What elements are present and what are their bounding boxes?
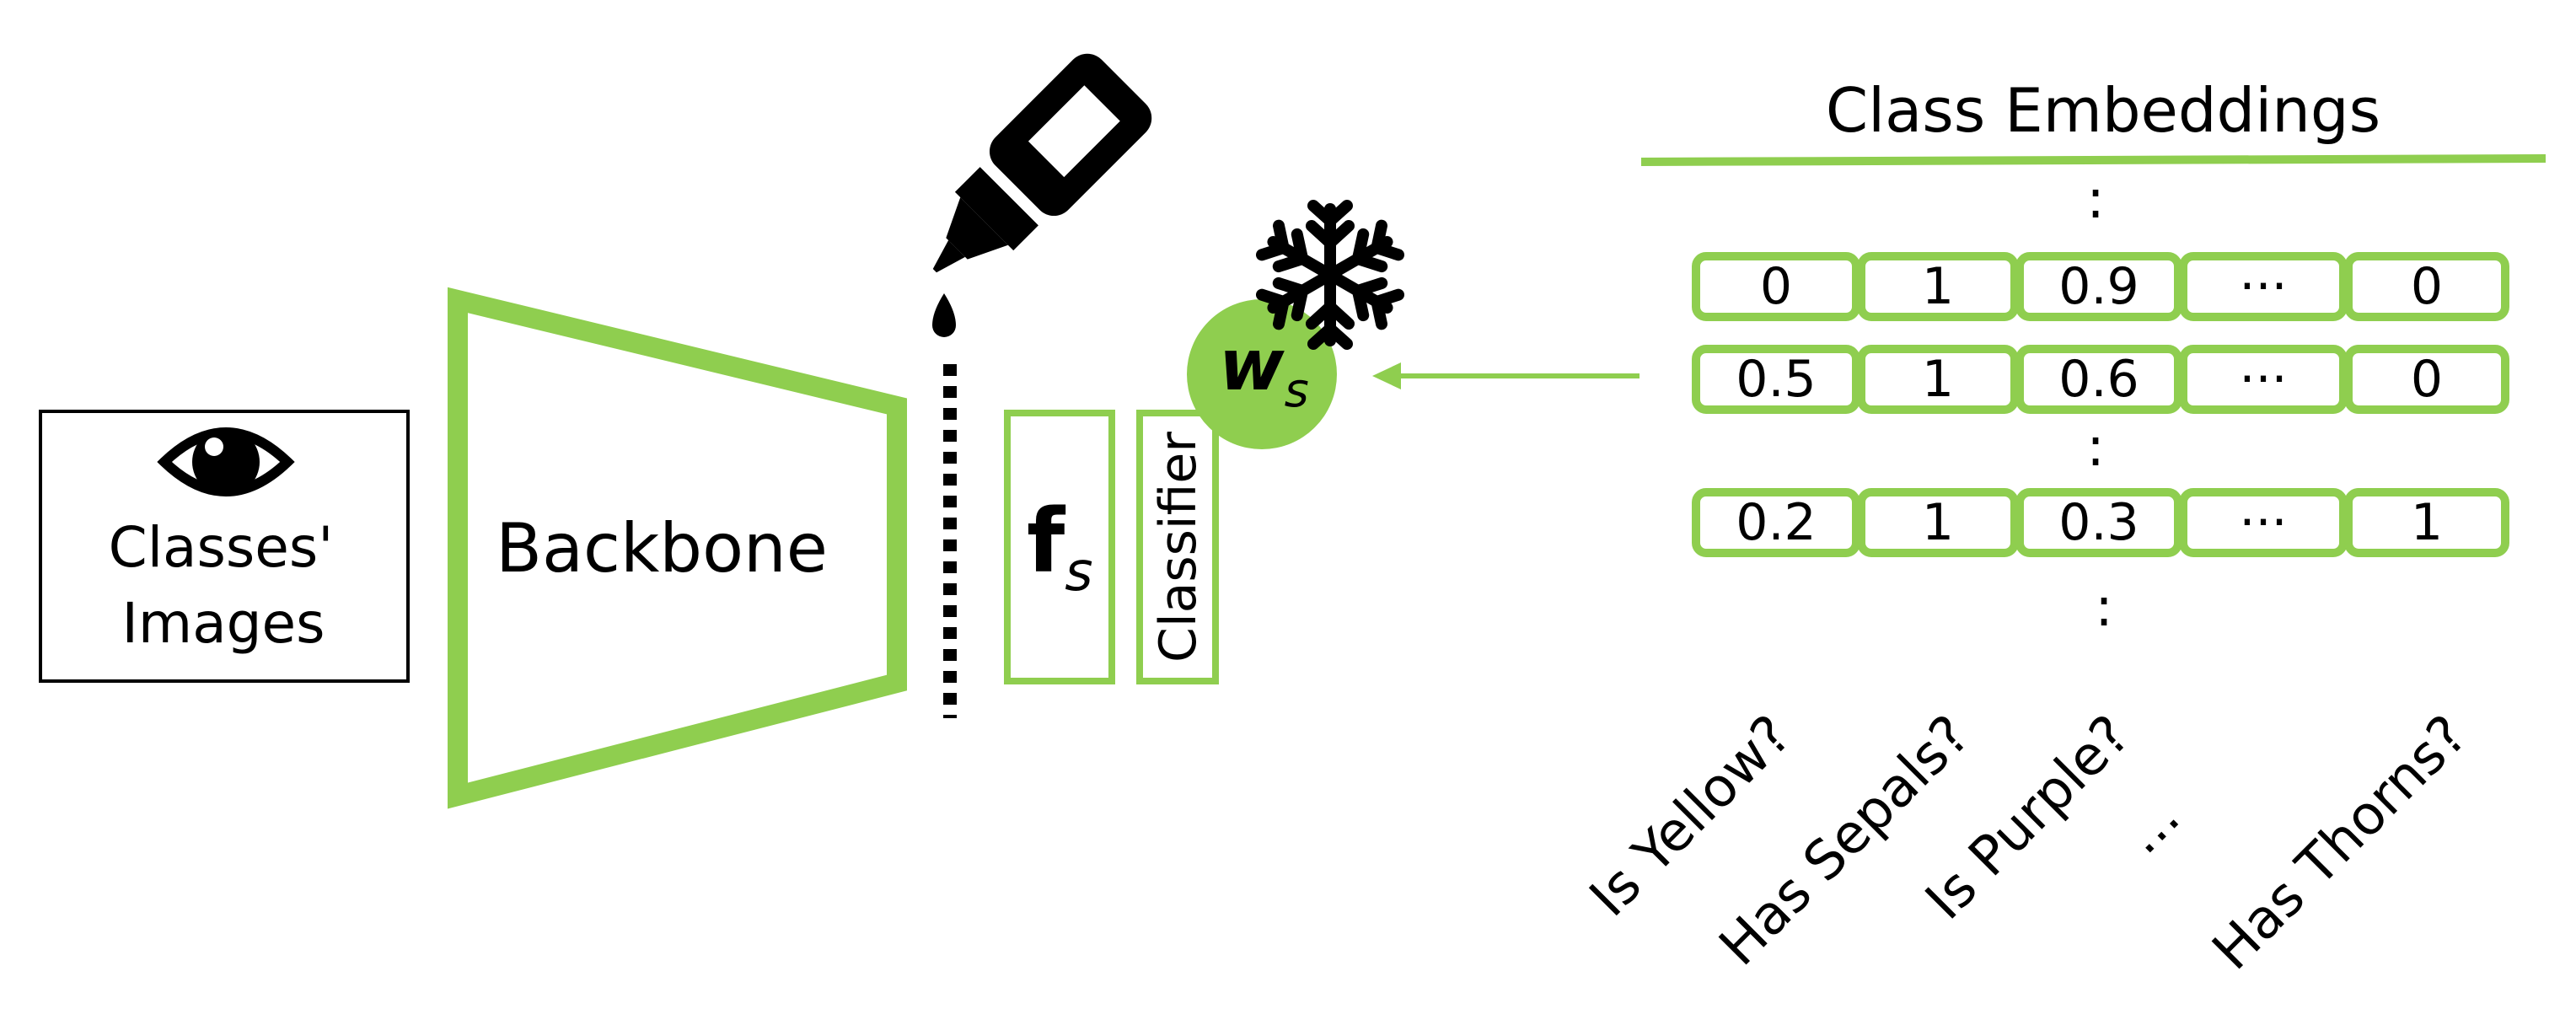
embedding-cell (2344, 488, 2509, 557)
embeddings-vdots-mid: : (2086, 416, 2105, 479)
embedding-value: 1 (1922, 257, 1954, 316)
embedding-cell (1857, 252, 2019, 321)
embedding-cell (1857, 345, 2019, 414)
embedding-value: ··· (2239, 493, 2287, 552)
embedding-cell (2015, 252, 2182, 321)
embedding-value: 0 (2411, 350, 2443, 409)
embedding-value: 1 (1922, 493, 1954, 552)
snowflake-icon (1261, 200, 1399, 344)
embedding-value: 0 (2411, 257, 2443, 316)
embedding-value: 0 (1760, 257, 1792, 316)
backbone-block: Backbone (448, 287, 907, 809)
weights-circle: ws (1187, 299, 1337, 449)
embedding-cell (1692, 345, 1860, 414)
embedding-row: 0 1 0.9 ··· 0 (1692, 252, 2509, 321)
attribute-labels: Is Yellow?Has Sepals?Is Purple?···Has Th… (1578, 704, 2479, 982)
weights-symbol-base: w (1219, 324, 1285, 406)
embedding-cell (1692, 488, 1860, 557)
embeddings-title: Class Embeddings (1826, 75, 2380, 146)
weights-symbol: ws (1219, 324, 1309, 418)
embedding-cell (2015, 488, 2182, 557)
embedding-cell (2015, 345, 2182, 414)
embedding-value: 0.5 (1736, 350, 1816, 409)
backbone-label: Backbone (496, 509, 828, 588)
embeddings-title-underline (1640, 154, 2546, 166)
embedding-rows: 0 1 0.9 ··· 0 0.5 1 0.6 ··· 0 0.2 1 0.3 ··· 1 (1692, 252, 2509, 557)
dropper-bottle-icon (932, 53, 1152, 337)
embedding-to-weights-arrow (1372, 362, 1640, 389)
embeddings-vdots-bottom: : (2095, 577, 2113, 639)
embedding-cell (2344, 252, 2509, 321)
weights-symbol-sub: s (1285, 363, 1309, 418)
embeddings-vdots-top: : (2086, 169, 2105, 231)
classifier-label: Classifier (1149, 432, 1208, 663)
embedding-row: 0.2 1 0.3 ··· 1 (1692, 488, 2509, 557)
embedding-cell (2179, 488, 2348, 557)
attribute-label: ··· (2123, 797, 2203, 877)
feature-symbol-sub: s (1065, 541, 1092, 604)
embedding-cell (1857, 488, 2019, 557)
input-images-box: Classes' Images (39, 410, 410, 683)
embedding-value: 0.3 (2058, 493, 2139, 552)
class-embeddings: Class Embeddings : : : 0 1 0.9 ··· 0 0.5 1 0.6 ·… (1578, 75, 2546, 982)
embedding-cell (1692, 252, 1860, 321)
embedding-cell (2179, 252, 2348, 321)
eye-icon (157, 427, 295, 496)
attribute-label: Has Thorns? (2201, 704, 2479, 982)
classifier-box: Classifier (1136, 410, 1219, 684)
embedding-value: 0.6 (2058, 350, 2139, 409)
embedding-value: ··· (2239, 257, 2287, 316)
embedding-cell (2179, 345, 2348, 414)
feature-box: fs (1004, 410, 1115, 684)
embedding-value: ··· (2239, 350, 2287, 409)
input-label-line1: Classes' (109, 515, 334, 580)
embedding-value: 0.9 (2058, 257, 2139, 316)
embedding-value: 0.2 (1736, 493, 1816, 552)
input-label-line2: Images (121, 591, 325, 656)
embedding-value: 1 (1922, 350, 1954, 409)
feature-symbol: fs (1027, 490, 1093, 604)
embedding-row: 0.5 1 0.6 ··· 0 (1692, 345, 2509, 414)
feature-symbol-base: f (1027, 490, 1066, 593)
embedding-value: 1 (2411, 493, 2443, 552)
embedding-cell (2344, 345, 2509, 414)
